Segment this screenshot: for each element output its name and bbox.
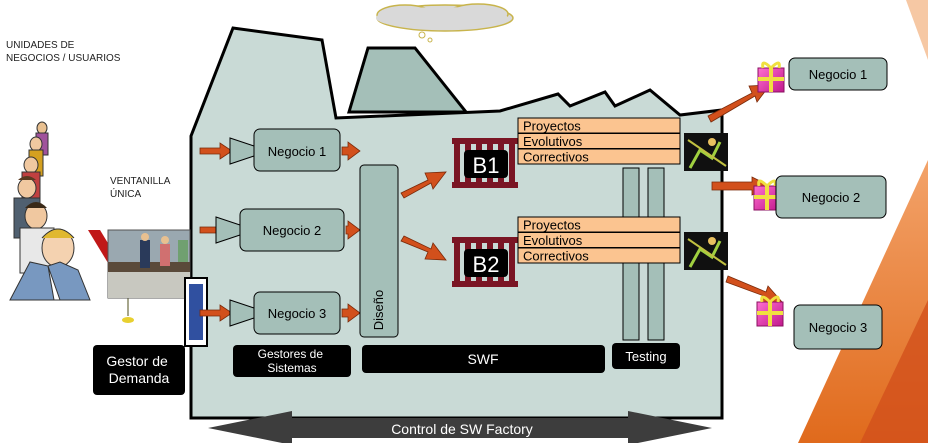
gift-icon xyxy=(756,295,784,327)
business-inputs: Negocio 1 Negocio 2 Negocio 3 xyxy=(199,128,361,335)
work-item-label: Correctivos xyxy=(523,249,589,264)
svg-text:SWF: SWF xyxy=(467,351,498,367)
design-label: Diseño xyxy=(371,290,386,330)
work-item-label: Proyectos xyxy=(523,218,581,233)
users-label: UNIDADES DE NEGOCIOS / USUARIOS xyxy=(6,40,121,64)
team-gate-bar xyxy=(509,237,515,287)
factory-chimney xyxy=(346,46,470,114)
output-box xyxy=(775,175,887,219)
output-business: Negocio 2 xyxy=(753,175,887,219)
business-input-box xyxy=(253,291,341,335)
business-input-row: Negocio 3 xyxy=(199,291,361,335)
output-label: Negocio 3 xyxy=(809,320,868,335)
output-business: Negocio 1 xyxy=(757,57,888,93)
gift-icon xyxy=(757,61,785,93)
work-item-label: Evolutivos xyxy=(523,134,583,149)
work-item-label: Evolutivos xyxy=(523,233,583,248)
work-item-label: Proyectos xyxy=(523,119,581,134)
input-arrow xyxy=(199,304,233,322)
work-item-box xyxy=(517,148,681,165)
design-box: Diseño xyxy=(359,164,399,338)
system-managers-label: Gestores de Sistemas xyxy=(233,345,351,377)
teams: B1ProyectosEvolutivosCorrectivosB2Proyec… xyxy=(452,117,681,287)
sw-factory-control-arrow: Control de SW Factory xyxy=(208,411,712,445)
business-input-label: Negocio 2 xyxy=(263,223,322,238)
design-to-teams-arrows xyxy=(400,171,447,261)
team-gate-bar xyxy=(454,237,460,287)
output-label: Negocio 2 xyxy=(802,190,861,205)
svg-text:Gestor de Demanda: Gestor de Demanda xyxy=(106,353,171,386)
team-label: B2 xyxy=(473,252,500,277)
output-label: Negocio 1 xyxy=(809,67,868,82)
work-item-label: Correctivos xyxy=(523,150,589,165)
team-label-box xyxy=(464,150,508,178)
svg-text:Testing: Testing xyxy=(625,349,666,364)
work-item-box xyxy=(517,247,681,264)
business-input-box xyxy=(239,208,345,252)
demand-manager-label: Gestor de Demanda xyxy=(93,345,185,395)
business-input-label: Negocio 3 xyxy=(268,306,327,321)
testing-label: Testing xyxy=(612,343,680,369)
users-queue-icon xyxy=(9,121,91,301)
team-gate xyxy=(452,138,518,144)
to-design-arrow xyxy=(341,141,361,161)
team-gate xyxy=(452,237,518,243)
team-label: B1 xyxy=(473,153,500,178)
team-gate-bar xyxy=(454,138,460,188)
single-window-icon xyxy=(88,229,191,323)
decorative-corner-shape xyxy=(798,0,928,443)
worker-icon xyxy=(684,232,728,270)
svg-text:Gestores de Sistemas: Gestores de Sistemas xyxy=(258,347,327,375)
business-input-label: Negocio 1 xyxy=(268,144,327,159)
swf-label: SWF xyxy=(362,345,605,373)
single-window-label: VENTANILLA ÚNICA xyxy=(110,176,173,200)
svg-text:Control de SW Factory: Control de SW Factory xyxy=(391,421,533,437)
output-box xyxy=(788,57,888,91)
worker-icon xyxy=(684,133,728,171)
business-input-row: Negocio 2 xyxy=(199,208,361,252)
single-window-door xyxy=(184,277,208,347)
cloud-icon xyxy=(376,3,514,43)
to-design-arrow xyxy=(341,303,361,323)
team-gate xyxy=(452,281,518,287)
output-box xyxy=(793,304,883,350)
team-label-box xyxy=(464,249,508,277)
business-input-box xyxy=(253,128,341,172)
to-design-arrow xyxy=(345,220,361,240)
team-gate xyxy=(452,182,518,188)
team-gate-bar xyxy=(509,138,515,188)
business-outputs: Negocio 1 Negocio 2 Negocio 3 xyxy=(753,57,888,350)
business-input-row: Negocio 1 xyxy=(199,128,361,172)
output-business: Negocio 3 xyxy=(756,295,883,350)
input-arrow xyxy=(199,142,233,160)
